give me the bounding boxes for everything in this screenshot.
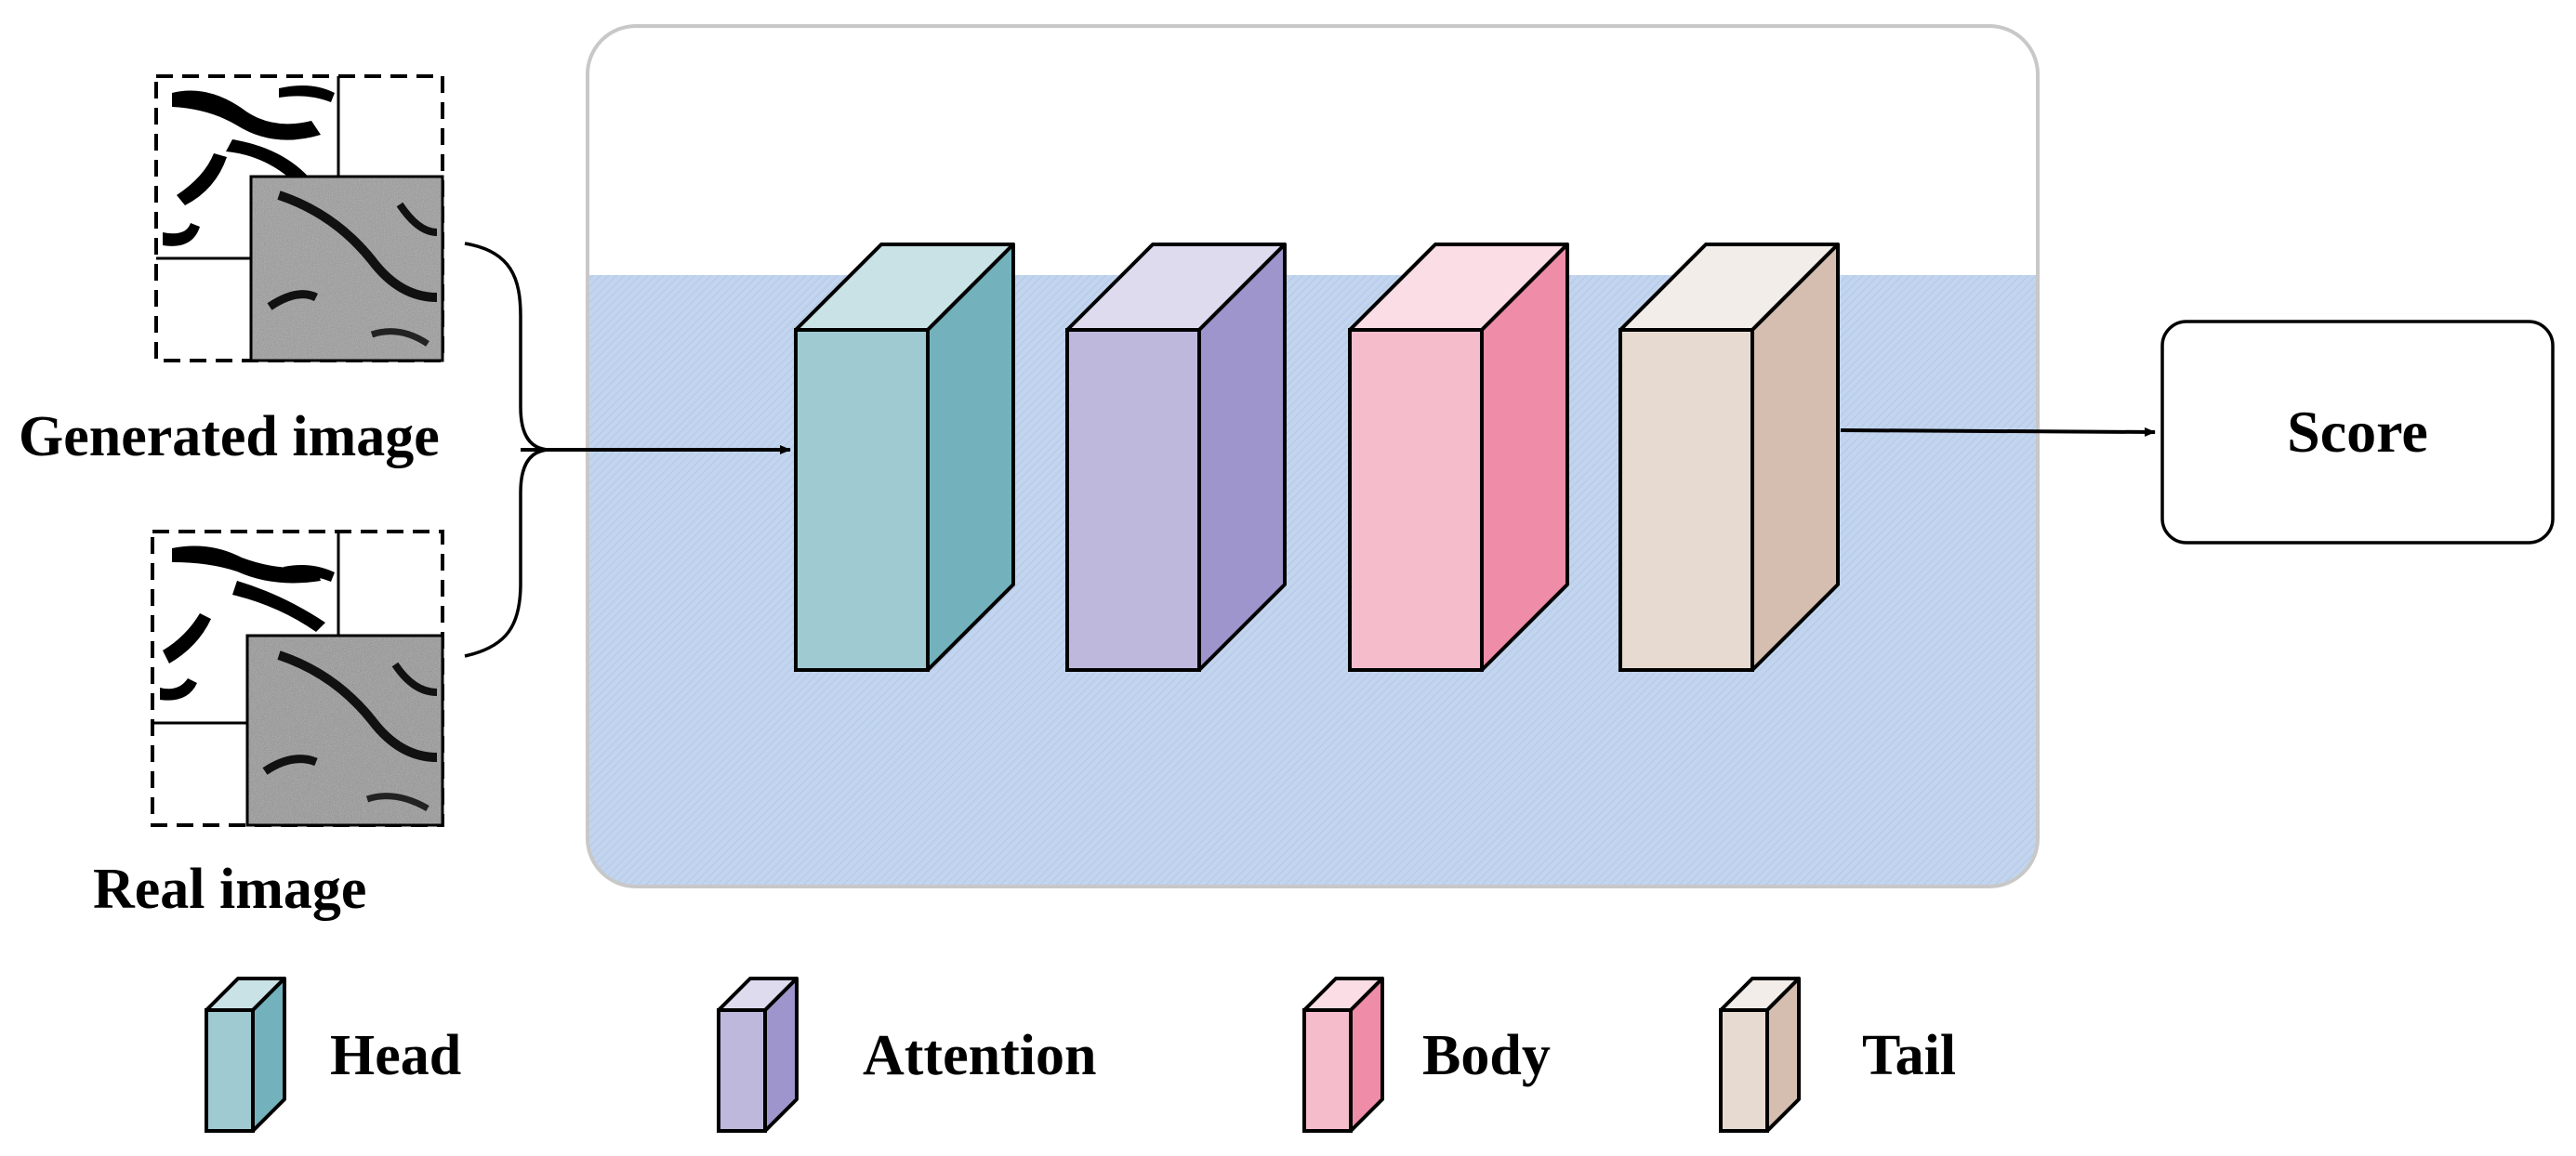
- head-legend-label: Head: [330, 1024, 461, 1087]
- score-box: Score: [2160, 320, 2555, 545]
- output-arrow: [1840, 427, 2156, 437]
- head-block: [794, 243, 1015, 672]
- body-block: [1348, 243, 1569, 672]
- score-label: Score: [2287, 399, 2428, 465]
- real-sar-tile: [245, 634, 444, 827]
- attention-block: [1065, 243, 1287, 672]
- head-block-front: [794, 328, 930, 672]
- body-legend-icon: [1302, 977, 1384, 1133]
- attention-block-front: [1065, 328, 1201, 672]
- attention-legend-label: Attention: [863, 1024, 1096, 1087]
- tail-block: [1618, 243, 1840, 672]
- generated-sar-tile: [249, 175, 444, 362]
- tail-legend-icon-front: [1719, 1008, 1769, 1133]
- body-block-front: [1348, 328, 1484, 672]
- attention-legend-icon: [717, 977, 799, 1133]
- body-legend-icon-front: [1302, 1008, 1353, 1133]
- generated-image-label: Generated image: [19, 405, 440, 468]
- body-legend-label: Body: [1422, 1024, 1551, 1087]
- tail-legend-icon: [1719, 977, 1801, 1133]
- network-blocks: [794, 243, 1840, 672]
- real-image-stack: [151, 530, 444, 827]
- real-image-label: Real image: [93, 858, 366, 921]
- tail-legend-label: Tail: [1862, 1024, 1956, 1087]
- attention-legend-icon-front: [717, 1008, 767, 1133]
- tail-block-front: [1618, 328, 1754, 672]
- head-legend-icon: [205, 977, 286, 1133]
- generated-image-stack: [154, 74, 444, 362]
- head-legend-icon-front: [205, 1008, 255, 1133]
- legend: Head Attention Body Tail: [205, 977, 1956, 1133]
